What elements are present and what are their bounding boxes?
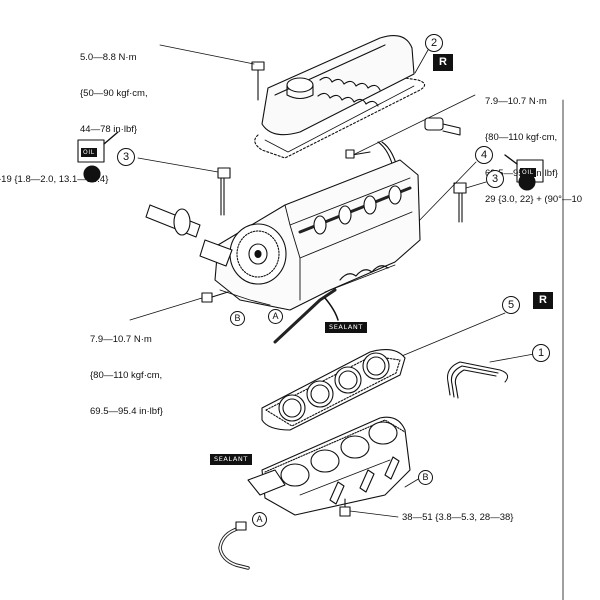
- oil-label-right: OIL: [520, 168, 536, 177]
- head-cover: [261, 35, 415, 136]
- cover-gasket: [254, 77, 426, 159]
- breather-fitting: [424, 117, 461, 136]
- torque-line: 44—78 in·lbf}: [80, 124, 138, 135]
- letter-b-lower: B: [418, 470, 433, 485]
- torque-line: 5.0—8.8 N·m: [80, 52, 137, 63]
- oil-label-left: OIL: [81, 148, 97, 157]
- leader-2: [414, 49, 429, 74]
- replace-badge-gasket: R: [533, 292, 553, 309]
- cylinder-block: [247, 416, 411, 516]
- callout-1: 1: [532, 344, 550, 362]
- torque-line: {80—110 kgf·cm,: [90, 370, 163, 381]
- stud-bolt: [345, 94, 476, 159]
- leader-5: [384, 312, 506, 364]
- torque-cover-bolt: 5.0—8.8 N·m {50—90 kgf·cm, 44—78 in·lbf}: [80, 28, 148, 160]
- torque-line: {80—110 kgf·cm,: [485, 132, 558, 143]
- cam-pulley: [229, 223, 287, 285]
- leader-4: [414, 161, 477, 226]
- torque-right-bolt: 29 {3.0, 22} + (90°—10: [485, 194, 583, 205]
- leader-b-lower: [404, 477, 421, 488]
- callout-4: 4: [475, 146, 493, 164]
- cover-bolt: [159, 44, 265, 101]
- torque-bottom: 38—51 {3.8—5.3, 28—38}: [402, 512, 514, 523]
- bottom-bolt: [339, 498, 399, 518]
- torque-lower-left: 7.9—10.7 N·m {80—110 kgf·cm, 69.5—95.4 i…: [90, 310, 163, 442]
- cover-gasket-inner: [264, 85, 415, 153]
- letter-a-lower: A: [252, 512, 267, 527]
- lower-bolt-left: [129, 291, 229, 321]
- sealant-tag-lower: SEALANT: [210, 454, 252, 465]
- head-bolt-left: [137, 157, 231, 216]
- torque-top-right: 7.9—10.7 N·m {80—110 kgf·cm, 69.5—95.4 i…: [485, 72, 558, 204]
- torque-line: 69.5—95.4 in·lbf}: [90, 406, 163, 417]
- torque-left-bolt: -19 {1.8—2.0, 13.1—14.4}: [0, 174, 109, 185]
- head-gasket: [261, 349, 406, 431]
- letter-b-upper: B: [230, 311, 245, 326]
- leader-1: [489, 353, 535, 363]
- torque-line: 7.9—10.7 N·m: [485, 96, 547, 107]
- torque-line: 7.9—10.7 N·m: [90, 334, 152, 345]
- bypass-hose: [218, 521, 250, 570]
- cam-sensor: [145, 204, 233, 267]
- callout-3-right: 3: [486, 170, 504, 188]
- return-pipes: [447, 361, 509, 399]
- sealant-tag-upper: SEALANT: [325, 322, 367, 333]
- letter-a-upper: A: [268, 309, 283, 324]
- torque-line: 69.5—95.4 in·lbf}: [485, 168, 558, 179]
- head-bolt-right: [453, 181, 487, 223]
- torque-line: {50—90 kgf·cm,: [80, 88, 148, 99]
- replace-badge-top: R: [433, 54, 453, 71]
- water-pipe: [273, 288, 337, 344]
- callout-5: 5: [502, 296, 520, 314]
- callout-3-left: 3: [117, 148, 135, 166]
- callout-2: 2: [425, 34, 443, 52]
